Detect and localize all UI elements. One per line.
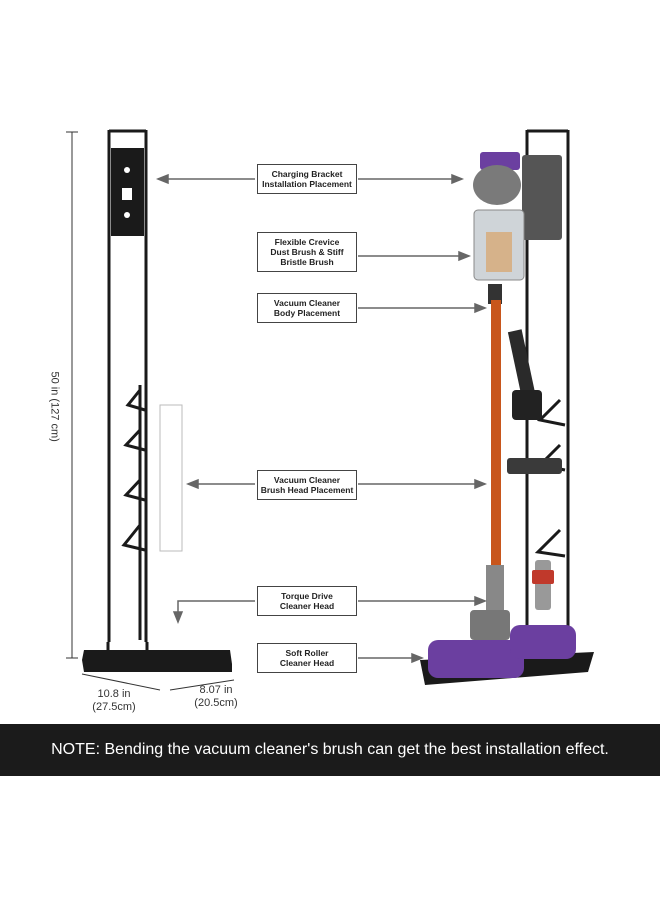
width-cm: (27.5cm) xyxy=(92,701,136,713)
product-illustration xyxy=(66,129,594,691)
hook-bracket-outline xyxy=(159,404,183,552)
height-dimension-line xyxy=(66,131,78,659)
label-line: Bristle Brush xyxy=(280,257,334,267)
label-line: Cleaner Head xyxy=(279,601,335,611)
depth-dimension-text: 8.07 in (20.5cm) xyxy=(186,684,246,710)
label-line: Soft Roller xyxy=(285,648,329,658)
width-dimension-text: 10.8 in (27.5cm) xyxy=(84,688,144,714)
vacuum-cleaner xyxy=(428,152,576,678)
note-text: NOTE: Bending the vacuum cleaner's brush… xyxy=(51,741,609,758)
label-line: Brush Head Placement xyxy=(260,485,354,495)
label-torque-drive: Torque Drive Cleaner Head xyxy=(257,586,357,616)
label-line: Cleaner Head xyxy=(279,658,335,668)
depth-inches: 8.07 in xyxy=(199,684,233,696)
label-line: Dust Brush & Stiff xyxy=(270,247,344,257)
label-body-placement: Vacuum Cleaner Body Placement xyxy=(257,293,357,323)
label-brush-head-placement: Vacuum Cleaner Brush Head Placement xyxy=(257,470,357,500)
label-line: Torque Drive xyxy=(281,591,333,601)
depth-cm: (20.5cm) xyxy=(194,697,238,709)
label-line: Charging Bracket xyxy=(271,169,343,179)
label-line: Body Placement xyxy=(273,308,341,318)
callout-arrows xyxy=(155,173,488,664)
label-charging-bracket: Charging Bracket Installation Placement xyxy=(257,164,357,194)
note-bar: NOTE: Bending the vacuum cleaner's brush… xyxy=(0,724,660,776)
stand-left xyxy=(82,129,232,672)
height-dimension-text: 50 in (127 cm) xyxy=(48,371,61,442)
label-soft-roller: Soft Roller Cleaner Head xyxy=(257,643,357,673)
base-dimension-lines xyxy=(81,673,235,691)
label-line: Vacuum Cleaner xyxy=(273,475,341,485)
label-crevice-brush: Flexible Crevice Dust Brush & Stiff Bris… xyxy=(257,232,357,272)
label-line: Installation Placement xyxy=(262,179,352,189)
label-line: Flexible Crevice xyxy=(274,237,340,247)
width-inches: 10.8 in xyxy=(97,688,131,700)
label-line: Vacuum Cleaner xyxy=(273,298,341,308)
